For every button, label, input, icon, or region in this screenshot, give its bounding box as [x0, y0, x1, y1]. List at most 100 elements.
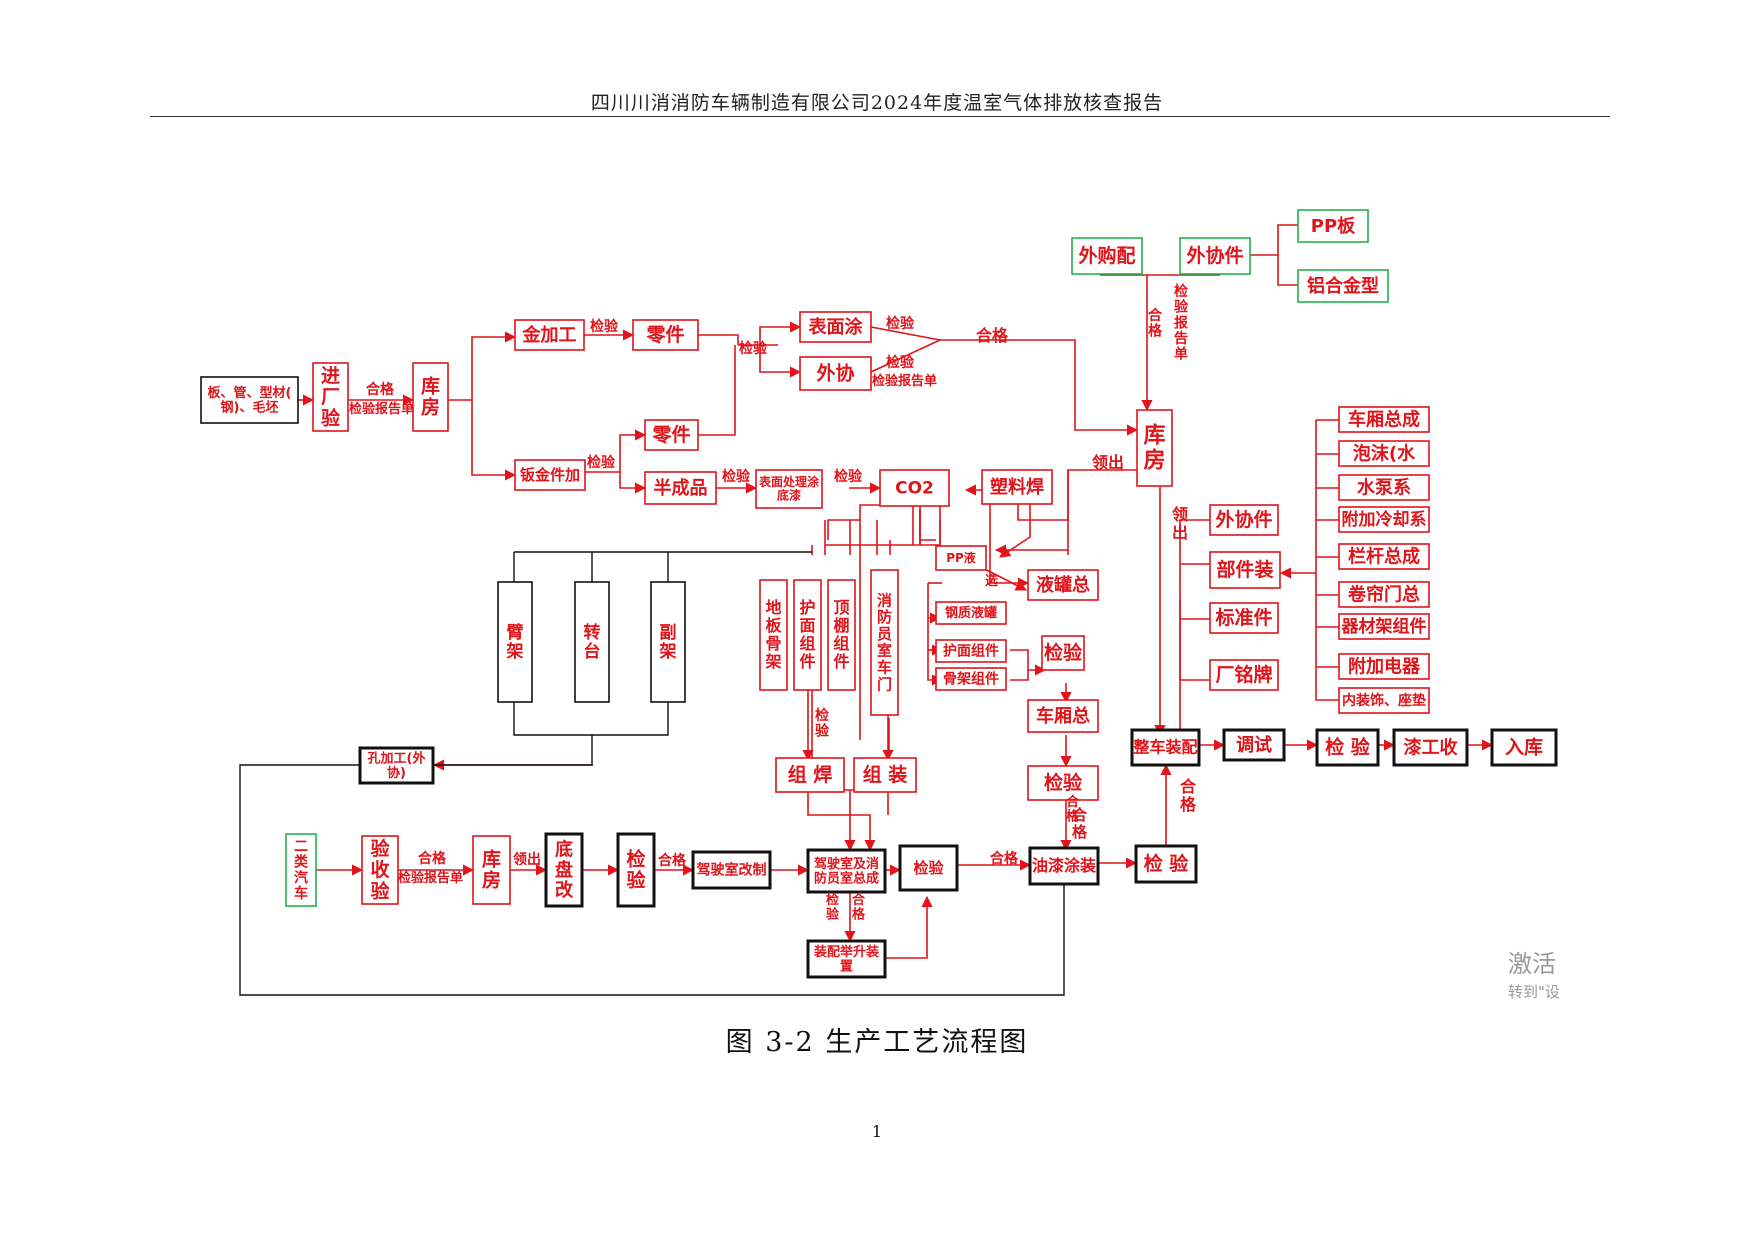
- node-label: 入库: [1505, 736, 1543, 759]
- node-label: PP液: [946, 550, 976, 565]
- node-label: 部件装: [1216, 558, 1273, 581]
- node-chassis-check: 验收验: [361, 835, 399, 905]
- edge-label-chassis-qualified: 合格: [418, 850, 447, 867]
- node-label: 车厢总成: [1348, 408, 1420, 430]
- node-part1: 零件: [632, 319, 699, 351]
- node-label: 检验: [626, 847, 646, 891]
- node-part2: 零件: [644, 419, 699, 451]
- node-label: 孔加工(外协): [368, 750, 426, 781]
- node-car-body: 车厢总成: [1338, 406, 1430, 433]
- edge-label-report: 检验报告单: [349, 401, 414, 417]
- node-label: 表面涂: [809, 316, 864, 338]
- node-alu: 铝合金型: [1297, 269, 1389, 303]
- node-pp-tank: PP液: [935, 545, 987, 571]
- node-store-chassis: 库房: [472, 835, 511, 905]
- node-label: 油漆涂装: [1032, 856, 1096, 875]
- node-label: 检 验: [1325, 736, 1371, 759]
- node-label: 内装饰、座垫: [1342, 692, 1426, 709]
- node-hole: 孔加工(外协): [358, 746, 435, 785]
- node-label: 车厢总: [1036, 705, 1090, 727]
- node-label: 检 验: [1144, 852, 1190, 875]
- node-cab-assy: 驾驶室及消防员室总成: [806, 848, 887, 894]
- node-label: 水泵系: [1357, 476, 1411, 498]
- node-tank-assy: 液罐总: [1027, 569, 1099, 601]
- node-label: 铝合金型: [1307, 275, 1379, 297]
- node-oil-paint: 油漆涂装: [1028, 846, 1100, 886]
- node-label: 检验: [1044, 771, 1083, 794]
- node-pump: 水泵系: [1338, 474, 1430, 501]
- edge-label-inspect: 检验: [590, 318, 619, 335]
- node-label: 附加电器: [1348, 655, 1421, 677]
- node-intake: 进厂验: [312, 362, 349, 432]
- node-label: 验收验: [370, 837, 390, 903]
- node-turntable: 转台: [574, 581, 610, 703]
- node-label: 半成品: [654, 477, 708, 499]
- edge-label-inspect4: 检验: [886, 354, 915, 371]
- node-semi: 半成品: [644, 471, 717, 505]
- node-label: 库房: [1143, 424, 1165, 474]
- node-debug: 调试: [1222, 728, 1286, 762]
- edge-label-paint-ok: 合格: [1066, 794, 1080, 825]
- node-label: 检验: [913, 859, 944, 877]
- node-label: 卷帘门总: [1347, 583, 1420, 605]
- node-final-assy: 整车装配: [1130, 728, 1201, 767]
- node-body-assy: 车厢总: [1027, 699, 1099, 733]
- edge-label-qualified-top: 合格: [976, 326, 1009, 345]
- node-label: 组 焊: [788, 763, 833, 786]
- node-label: 臂架: [506, 622, 524, 662]
- node-guard-part: 护面组件: [793, 579, 822, 691]
- flow-nodes: 板、管、型材(钢)、毛坯进厂验库房金加工零件表面涂外协钣金件加零件半成品表面处理…: [200, 209, 1558, 979]
- node-warehouse-in: 入库: [1490, 728, 1558, 767]
- edge-label-select: 选: [985, 573, 998, 589]
- activation-watermark: 激活 转到"设: [1508, 944, 1560, 1002]
- node-label: 装配举升装置: [813, 944, 879, 975]
- node-label: 泡沫(水: [1353, 442, 1416, 464]
- node-label: 骨架组件: [943, 670, 999, 687]
- edge-label-inspect-semi: 检验: [587, 454, 616, 471]
- node-label: 地板骨架: [764, 598, 782, 671]
- node-store-main: 库房: [1136, 409, 1173, 487]
- node-arm: 臂架: [497, 581, 533, 703]
- node-label: 顶棚组件: [833, 598, 849, 671]
- node-inspect-low: 检验: [1027, 765, 1099, 801]
- node-label: 库房: [421, 374, 440, 418]
- node-label: 库房: [482, 847, 501, 891]
- edge-labels: 合格检验报告单检验检验检验检验检验报告单合格检验检验检验检验报告单合格领出领出选…: [349, 283, 1197, 923]
- header-rule: [150, 116, 1610, 117]
- page-header: 四川川消消防车辆制造有限公司2024年度温室气体排放核查报告: [590, 92, 1164, 114]
- node-label: 进厂验: [321, 365, 341, 430]
- node-label: 液罐总: [1036, 574, 1090, 596]
- node-steel-tank: 钢质液罐: [935, 601, 1007, 625]
- node-label: 外协: [816, 362, 854, 385]
- edge-label-report2: 检验报告单: [872, 373, 937, 389]
- node-waixie-top: 外协件: [1179, 237, 1251, 275]
- node-label: 表面处理涂底漆: [758, 474, 820, 502]
- node-label: 标准件: [1215, 606, 1272, 629]
- node-label: PP板: [1311, 215, 1356, 237]
- node-plastic-weld: 塑料焊: [981, 469, 1053, 505]
- node-label: 外协件: [1186, 244, 1243, 267]
- node-rail: 栏杆总成: [1338, 543, 1430, 570]
- node-label: 护面组件: [799, 598, 815, 671]
- node-guard-part2: 护面组件: [935, 639, 1007, 663]
- node-jin-jiagong: 金加工: [514, 319, 585, 351]
- node-co2: CO2: [879, 469, 950, 507]
- node-waixie2: 外协件: [1209, 504, 1279, 536]
- edge-label-inspect-v: 检验: [815, 707, 830, 740]
- edge-label-top-inspect-report: 检验报告单: [1174, 283, 1189, 363]
- node-foam: 泡沫(水: [1338, 440, 1430, 467]
- edge-label-qualified-paint: 合格: [990, 850, 1019, 867]
- node-label: 金加工: [522, 324, 577, 346]
- node-label: 转台: [584, 622, 601, 662]
- node-roof-part: 顶棚组件: [827, 579, 856, 691]
- node-label: 二类汽车: [294, 839, 309, 902]
- node-inspect-paint: 检 验: [1134, 844, 1198, 884]
- edge-label-chassis-report: 检验报告单: [398, 870, 463, 886]
- node-label: 驾驶室改制: [696, 861, 767, 878]
- edge-label-lingchu-1: 领出: [1092, 453, 1124, 472]
- node-label: 护面组件: [943, 642, 999, 659]
- edge-label-inspect-semi: 检验: [834, 468, 863, 485]
- edge-label-chassis-ok: 合格: [658, 852, 687, 869]
- edge-label-chassis-lingchu: 领出: [513, 851, 541, 868]
- node-label: 厂铭牌: [1215, 663, 1272, 686]
